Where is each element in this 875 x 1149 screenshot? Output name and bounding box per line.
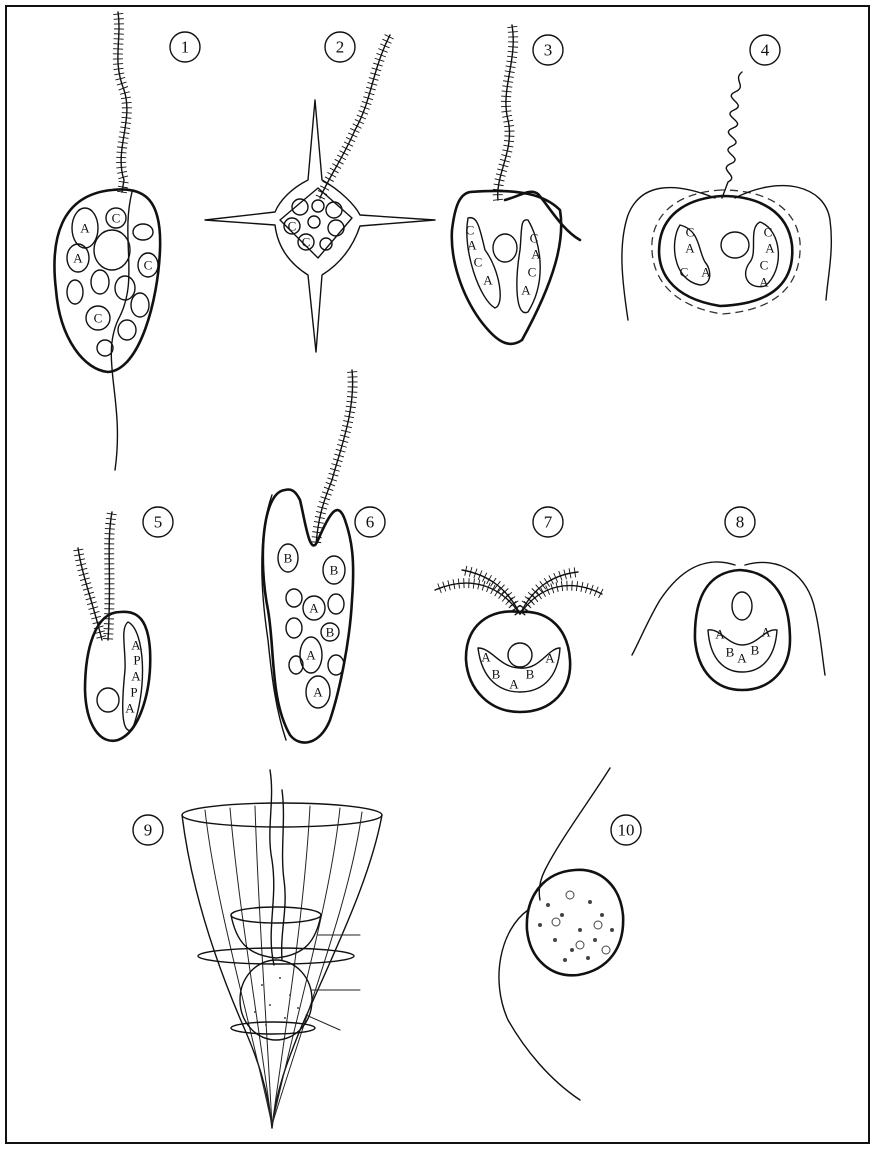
figure-8-label-b2: B [751,643,760,658]
figure-9-lorica-rim [182,803,382,827]
figure-1-label-a2: A [73,251,83,266]
figure-1-number: 1 [181,38,190,57]
figure-8-label-b1: B [726,645,735,660]
figure-6-label-a1: A [309,601,319,616]
figure-6-hairy-flagellum-bristles [311,372,357,543]
figure-4-label-a2: A [701,265,711,280]
figure-10: 10 [499,768,641,1100]
figure-3-label-a2: A [483,273,493,288]
figure-9-number: 9 [144,821,153,840]
figure-2-number: 2 [336,38,345,57]
figure-8-label-a3: A [761,625,771,640]
figure-3-label-a3: A [531,247,541,262]
figure-6: B B A B A A 6 [262,370,385,743]
figure-3-number: 3 [544,41,553,60]
figure-7-flagellum-left [435,583,520,614]
figure-5-label-a2: A [131,669,141,684]
figure-6-label-a3: A [313,685,323,700]
figure-7-label-b2: B [526,667,535,682]
figure-2-label-c2: C [302,235,311,250]
figure-1-label-a1: A [80,221,90,236]
figure-2-label-c1: C [288,219,297,234]
figure-4-label-a4: A [759,275,769,290]
figure-3-label-a1: A [467,238,477,253]
plate-border [6,6,869,1143]
figure-3-label-c3: C [530,231,539,246]
figure-2-cell-body [205,100,435,352]
figure-3-label-a4: A [521,283,531,298]
figure-6-number: 6 [366,513,375,532]
figure-1-label-c1: C [112,211,121,226]
figure-7-flagellum-right [520,586,602,614]
figure-9-cell-body [240,960,312,1040]
figure-9: 9 [133,770,382,1128]
figure-3-label-c2: C [474,255,483,270]
figure-10-number: 10 [618,821,635,840]
figure-10-cell-outline [527,870,623,975]
figure-7-flagellum-left-bristles [438,578,523,615]
figure-5-label-p1: P [133,653,140,668]
figure-4-label-a3: A [765,241,775,256]
figure-4: C A C A C A C A 4 [622,35,831,320]
figure-4-label-c1: C [686,225,695,240]
figure-8: A B A B A 8 [632,507,825,690]
figure-1-cell-outline [54,189,160,372]
figure-2: C C 2 [205,32,435,352]
figure-10-trailing-flagellum [499,910,580,1100]
figure-6-label-b2: B [330,563,339,578]
figure-7-label-a3: A [545,651,555,666]
figure-5: A P A P A 5 [73,507,173,741]
figure-4-number: 4 [761,41,770,60]
figure-9-collar [231,907,321,923]
figure-8-number: 8 [736,513,745,532]
figure-8-label-a2: A [737,651,747,666]
figure-1: A C A C C 1 [54,12,200,470]
figure-4-label-a1: A [685,241,695,256]
figure-7-label-a2: A [509,677,519,692]
figure-8-label-a1: A [715,627,725,642]
figure-6-label-b1: B [284,551,293,566]
figure-6-label-a2: A [306,648,316,663]
figure-5-label-a3: A [125,701,135,716]
figure-3-label-c1: C [466,223,475,238]
figure-7-label-a1: A [481,650,491,665]
figure-1-hairy-flagellum-bristles [113,13,132,192]
figure-3-hairy-flagellum [498,25,514,200]
figure-10-anterior-flagellum [539,768,610,900]
figure-5-hairy-flagellum-a-bristles [73,549,106,638]
figure-5-label-p2: P [130,685,137,700]
figure-3-cell-outline [452,191,561,344]
figure-4-label-c4: C [760,258,769,273]
figure-3-smooth-flagellum [505,192,580,240]
figure-3-label-c4: C [528,265,537,280]
figure-1-label-c3: C [94,311,103,326]
figure-3-hairy-flagellum-bristles [493,26,519,200]
figure-4-coiled-flagellum [722,72,742,198]
figure-5-label-a1: A [131,638,141,653]
figure-5-number: 5 [154,513,163,532]
figure-7-number: 7 [544,513,553,532]
figure-6-label-b3: B [326,625,335,640]
figure-5-hairy-flagellum-b [108,512,112,640]
figure-7-label-b1: B [492,667,501,682]
figure-2-hairy-flagellum-bristles [316,35,394,200]
figure-4-label-c2: C [680,265,689,280]
figure-1-label-c2: C [144,258,153,273]
figure-3: C A C A C A C A 3 [452,25,580,344]
figure-4-label-c3: C [764,225,773,240]
figure-7: A B A B A 7 [435,507,603,712]
